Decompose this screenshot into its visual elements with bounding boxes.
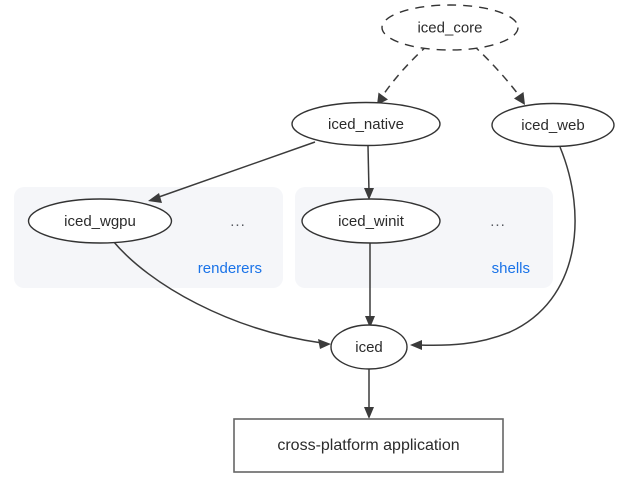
node-renderers-more: ... [230,213,246,230]
arrow-head-icon [364,188,374,200]
edge-iced_winit-to-iced [365,243,375,328]
cluster-renderers-label: renderers [198,260,262,277]
edge-path [380,44,429,99]
edge-iced_native-to-iced_wgpu [148,141,316,203]
node-iced_wgpu-label: iced_wgpu [64,213,136,230]
node-iced_native-label: iced_native [328,116,404,133]
node-iced-label: iced [355,339,383,356]
node-iced_winit[interactable]: iced_winit [301,198,441,244]
edge-path [472,44,522,99]
edge-path [112,240,323,344]
edge-iced_web-to-iced [410,146,576,350]
edge-path [417,146,576,347]
edge-iced_native-to-iced_winit [364,145,374,200]
node-iced_wgpu[interactable]: iced_wgpu [27,198,173,244]
arrow-head-icon [148,193,162,203]
node-iced_core-shape[interactable] [381,4,519,51]
node-iced_winit-label: iced_winit [338,213,405,230]
edge-path [367,145,370,193]
arrow-head-icon [364,407,374,419]
arrow-head-icon [410,340,422,350]
node-iced_web-label: iced_web [521,117,584,134]
node-app-shape[interactable] [233,418,504,473]
edge-iced_core-to-iced_web [472,44,525,105]
node-shells-more-label: ... [490,213,506,230]
node-iced_web-shape[interactable] [491,102,615,148]
arrow-head-icon [377,92,388,105]
node-iced-shape[interactable] [330,324,408,370]
node-renderers-more-label: ... [230,213,246,230]
node-iced_wgpu-shape[interactable] [27,198,173,244]
edge-iced_wgpu-to-iced [112,240,331,349]
edge-path [155,141,316,199]
node-iced_winit-shape[interactable] [301,198,441,244]
edge-iced-to-app [364,369,374,419]
node-app-label: cross-platform application [277,437,459,454]
node-iced_native-shape[interactable] [291,101,441,147]
edge-iced_core-to-iced_native [377,44,429,105]
cluster-shells-label: shells [492,260,530,277]
node-iced_core-label: iced_core [417,19,482,36]
arrow-head-icon [514,92,525,105]
node-iced_web[interactable]: iced_web [491,102,615,148]
arrow-head-icon [365,316,375,328]
node-app[interactable]: cross-platform application [233,418,504,473]
node-iced[interactable]: iced [330,324,408,370]
node-iced_native[interactable]: iced_native [291,101,441,147]
arrow-head-icon [318,339,331,349]
node-shells-more: ... [490,213,506,230]
node-iced_core[interactable]: iced_core [381,4,519,51]
